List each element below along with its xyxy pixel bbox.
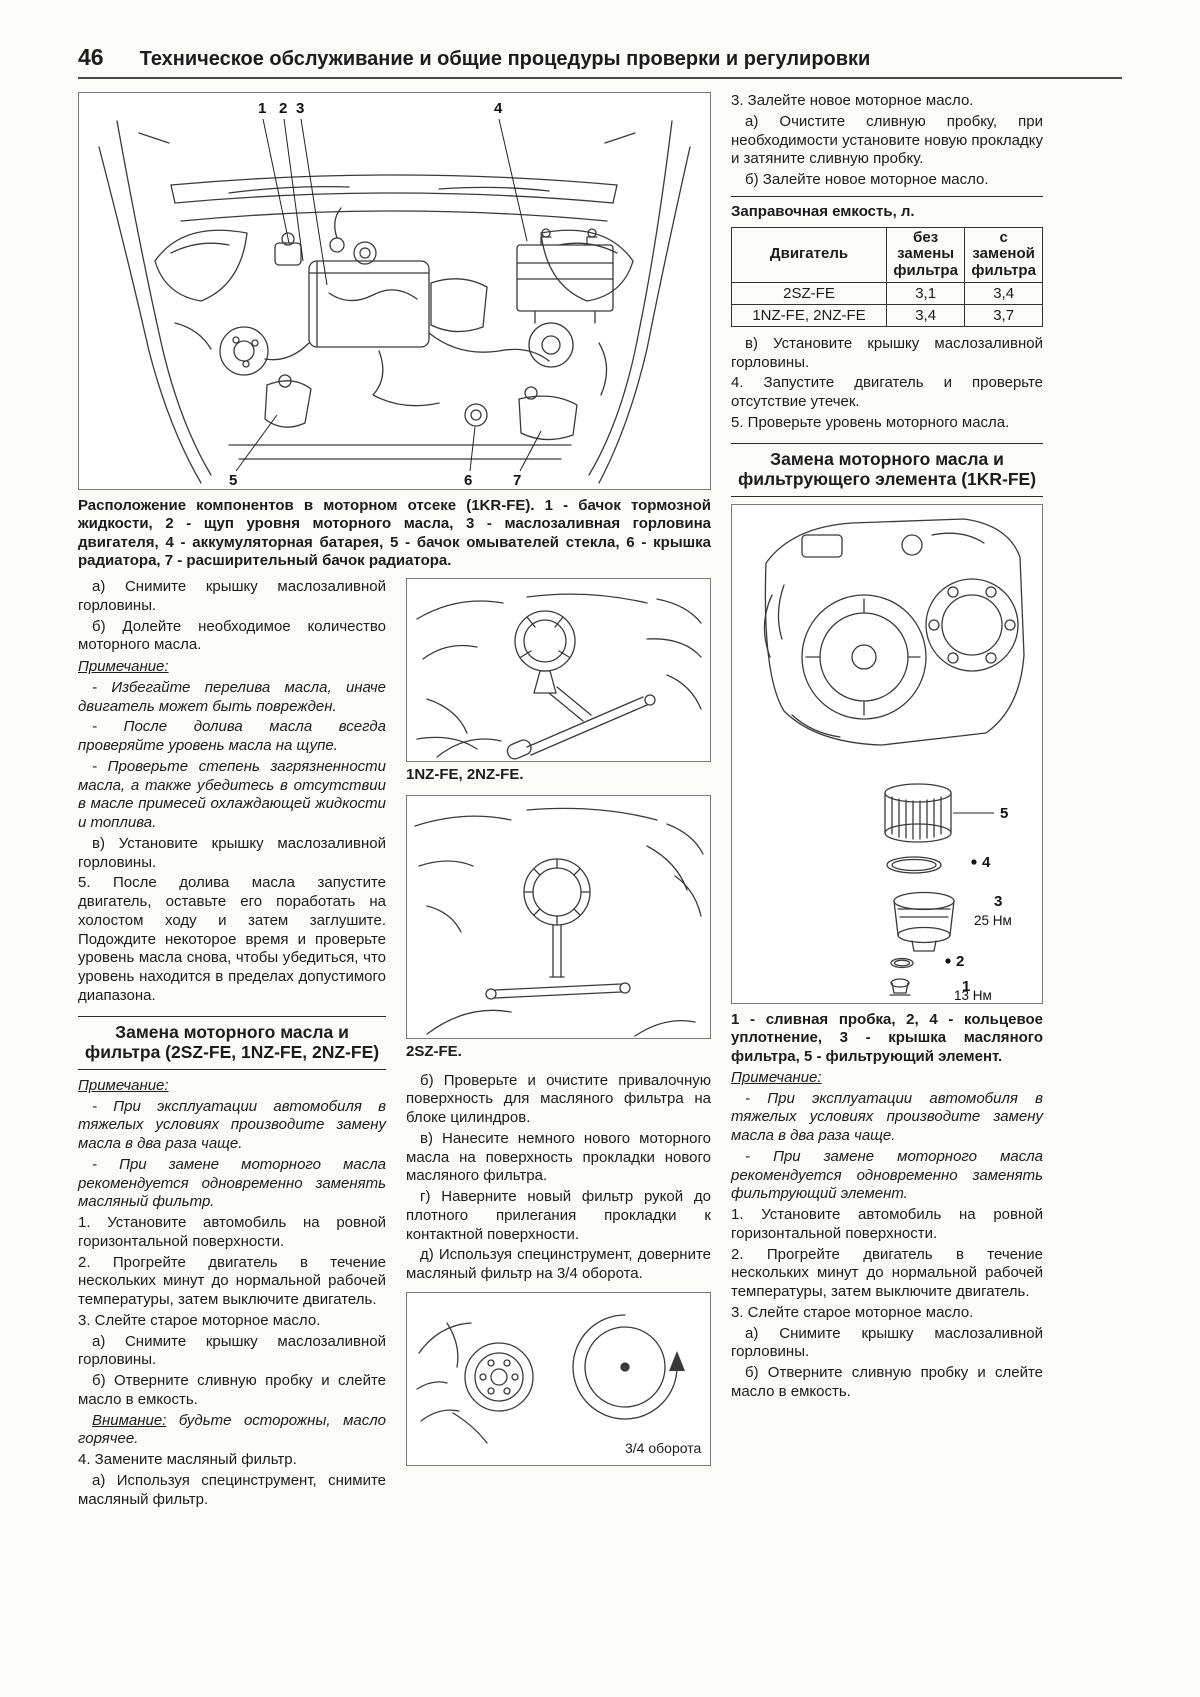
figure-caption: Расположение компонентов в моторном отсе… [78, 497, 711, 569]
note-item: - При замене моторного масла рекомендует… [731, 1147, 1043, 1203]
procedure-step: 3. Залейте новое моторное масло. [731, 92, 974, 109]
figure-oil-filter-removal-1nz [406, 578, 711, 763]
figure-oil-filter-element-1kr: 5 4 3 2 1 25 Нм 13 Нм [731, 503, 1043, 1004]
procedure-step: 2. Прогрейте двигатель в течение несколь… [78, 1253, 386, 1309]
procedure-step: в) Установите крышку маслозаливной горло… [731, 334, 1043, 371]
procedure-step: б) Долейте необходимое количество моторн… [78, 617, 386, 654]
procedure-step: 1. Установите автомобиль на ровной гориз… [731, 1206, 1043, 1242]
kr-callout-2: 2 [956, 953, 964, 970]
section-heading: Замена моторного масла и фильтрующего эл… [731, 442, 1043, 497]
procedure-step: б) Проверьте и очистите привалочную пове… [406, 1071, 711, 1127]
procedure-step: 2. Прогрейте двигатель в течение несколь… [731, 1245, 1043, 1301]
engine-bay-drawing: 1 2 3 4 5 6 7 [98, 100, 691, 489]
table-row: 2SZ-FE 3,1 3,4 [731, 281, 1043, 305]
middle-column: 1NZ-FE, 2NZ-FE. [406, 578, 711, 1511]
right-column: 3. Залейте новое моторное масло. а) Очис… [731, 92, 1043, 1511]
procedure-step: б) Отверните сливную пробку и слейте мас… [731, 1364, 1043, 1400]
table-cell: 3,1 [885, 281, 966, 305]
note-item: - После долива масла всегда проверяйте у… [78, 718, 386, 755]
note-label: Примечание: [78, 658, 169, 676]
fill-capacity-table: Двигатель без замены фильтра с заменой ф… [731, 226, 1043, 327]
note-item: - Избегайте перелива масла, иначе двигат… [78, 678, 386, 715]
procedure-step: 1. Установите автомобиль на ровной гориз… [78, 1214, 386, 1250]
oil-filter-element-drawing: 5 4 3 2 1 25 Нм 13 Нм [763, 518, 1025, 1003]
note-label: Примечание: [78, 1076, 169, 1094]
note-item: - При эксплуатации автомобиля в тяжелых … [731, 1089, 1043, 1145]
table-cell: 3,7 [964, 303, 1043, 327]
procedure-step: г) Наверните новый фильтр рукой до плотн… [406, 1188, 711, 1243]
note-item: - Проверьте степень загрязненности масла… [78, 757, 386, 832]
table-header-engine: Двигатель [731, 226, 887, 283]
note-item: - При эксплуатации автомобиля в тяжелых … [78, 1097, 386, 1153]
left-wide-block: 1 2 3 4 5 6 7 Расположение компонентов в… [78, 92, 711, 1511]
procedure-step: 3. Слейте старое моторное масло. [78, 1311, 321, 1329]
procedure-step: а) Снимите крышку маслозаливной горловин… [731, 1324, 1043, 1361]
kr-callout-4: 4 [982, 854, 991, 871]
procedure-step: 5. После долива масла запустите двигател… [78, 874, 386, 1004]
callout-2: 2 [279, 100, 287, 117]
callout-7: 7 [513, 472, 521, 489]
table-header-with-filter: с заменой фильтра [964, 226, 1043, 283]
table-cell: 1NZ-FE, 2NZ-FE [731, 303, 887, 327]
table-header-row: Двигатель без замены фильтра с заменой ф… [731, 226, 1043, 283]
callout-1: 1 [258, 100, 266, 117]
callout-3: 3 [296, 100, 304, 117]
procedure-step: б) Отверните сливную пробку и слейте мас… [78, 1372, 386, 1408]
kr-callout-3: 3 [994, 893, 1002, 910]
procedure-step: 4. Запустите двигатель и проверьте отсут… [731, 374, 1043, 411]
kr-callout-5: 5 [1000, 805, 1008, 822]
section-heading: Замена моторного масла и фильтра (2SZ-FE… [78, 1015, 386, 1070]
note-label: Примечание: [731, 1068, 822, 1086]
header-rule [78, 77, 1122, 79]
page-title: Техническое обслуживание и общие процеду… [139, 48, 871, 70]
kr-torque-1: 13 Нм [954, 988, 992, 1003]
procedure-step: 3. Слейте старое моторное масло. [731, 1303, 974, 1321]
table-header-without-filter: без замены фильтра [885, 226, 966, 283]
kr-torque-3: 25 Нм [974, 913, 1012, 928]
table-cell: 3,4 [964, 281, 1043, 305]
figure-engine-bay: 1 2 3 4 5 6 7 [78, 92, 711, 490]
procedure-step: в) Установите крышку маслозаливной горло… [78, 834, 386, 871]
procedure-step: а) Снимите крышку маслозаливной горловин… [78, 1332, 386, 1369]
table-row: 1NZ-FE, 2NZ-FE 3,4 3,7 [731, 303, 1043, 327]
callout-4: 4 [494, 100, 503, 117]
warning-note: Внимание: будьте осторожны, масло горяче… [78, 1412, 386, 1450]
figure-oil-filter-removal-2sz [406, 794, 711, 1039]
table-cell: 2SZ-FE [731, 281, 887, 305]
left-column: а) Снимите крышку маслозаливной горловин… [78, 578, 386, 1511]
figure-caption: 1 - сливная пробка, 2, 4 - кольцевое упл… [731, 1010, 1043, 1065]
warning-label: Внимание: [92, 1411, 167, 1429]
figure-filter-tighten-three-quarter: 3/4 оборота [406, 1291, 711, 1466]
kr-callout-1: 1 [962, 978, 970, 995]
oil-filter-wrench-drawing-2sz [414, 807, 704, 1037]
procedure-step: 4. Замените масляный фильтр. [78, 1451, 297, 1469]
procedure-step: а) Очистите сливную пробку, при необходи… [731, 112, 1043, 168]
table-title: Заправочная емкость, л. [731, 195, 1043, 222]
procedure-step: а) Снимите крышку маслозаливной горловин… [78, 578, 386, 614]
note-item: - При замене моторного масла рекомендует… [78, 1155, 386, 1211]
figure-label: 1NZ-FE, 2NZ-FE. [406, 766, 524, 784]
procedure-step: в) Нанесите немного нового моторного мас… [406, 1129, 711, 1185]
procedure-step: а) Используя специнструмент, снимите мас… [78, 1471, 386, 1508]
callout-5: 5 [229, 472, 237, 489]
two-columns: а) Снимите крышку маслозаливной горловин… [78, 578, 711, 1511]
procedure-step: б) Залейте новое моторное масло. [745, 171, 989, 188]
procedure-step: 5. Проверьте уровень моторного масла. [731, 413, 1010, 431]
three-quarter-turn-drawing: 3/4 оборота [416, 1314, 701, 1456]
table-cell: 3,4 [885, 303, 966, 327]
procedure-step: д) Используя специнструмент, доверните м… [406, 1246, 711, 1283]
page-content: 1 2 3 4 5 6 7 Расположение компонентов в… [78, 92, 1122, 1511]
oil-filter-wrench-drawing-1nz [416, 593, 702, 760]
page-header: 46 Техническое обслуживание и общие проц… [78, 44, 1122, 71]
warning-text: будьте осторожны, масло горячее. [78, 1411, 386, 1448]
three-quarter-turn-label: 3/4 оборота [625, 1440, 701, 1456]
figure-label: 2SZ-FE. [406, 1042, 462, 1060]
callout-6: 6 [464, 472, 472, 489]
page-number: 46 [78, 44, 104, 70]
